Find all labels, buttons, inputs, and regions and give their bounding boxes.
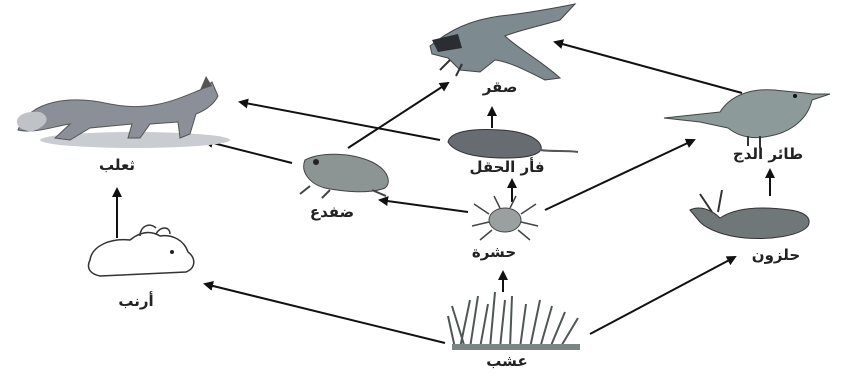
label-hawk: صقر [482,78,518,96]
bird-illustration [663,89,831,148]
label-insect: حشرة [471,243,517,261]
arrow-frog-to-fox [203,138,293,164]
arrow-frog-to-hawk [347,81,450,149]
snail-illustration [689,189,810,239]
arrow-grass-to-rabbit [203,281,446,344]
mouse-illustration [447,129,579,159]
label-grass: عشب [486,352,528,370]
arrow-grass-to-snail [589,256,737,335]
arrow-insect-to-bird [544,138,696,211]
arrow-mouse-to-fox [238,98,441,141]
fox-illustration [16,76,230,148]
arrows [112,39,775,344]
label-snail: حلزون [751,246,801,264]
label-bird: طائر الدج [732,145,804,163]
insect-illustration [471,195,539,241]
arrow-insect-to-frog [378,196,469,213]
rabbit-illustration [87,224,195,277]
arrow-bird-to-hawk [553,39,743,94]
label-frog: ضفدع [309,203,355,221]
label-mouse: فأر الحقل [469,158,545,176]
grass-illustration [447,291,580,350]
label-rabbit: أرنب [118,292,154,310]
frog-illustration [299,153,389,199]
label-fox: ثعلب [98,156,136,174]
hawk-illustration [429,3,577,81]
